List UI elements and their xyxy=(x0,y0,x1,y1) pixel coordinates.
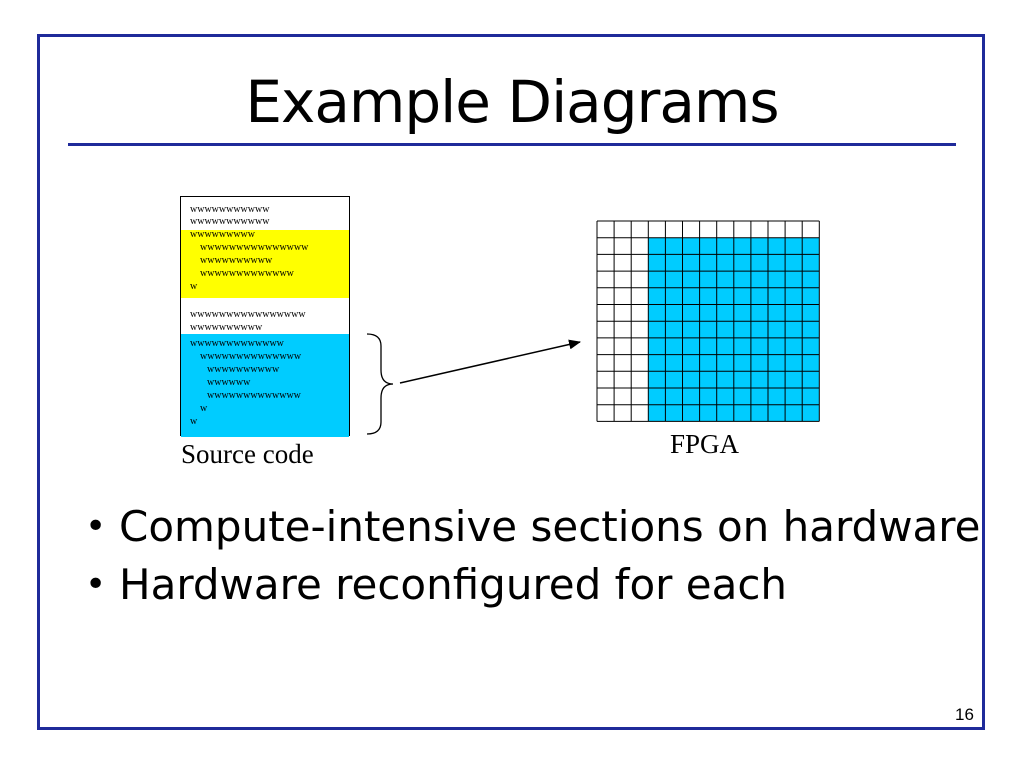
code-line: wwwwwwwwww xyxy=(200,255,273,266)
title-underline xyxy=(68,143,956,146)
code-line: wwwwwwwwwwwww xyxy=(200,268,294,279)
arrow-icon xyxy=(399,339,581,384)
curly-brace-icon xyxy=(366,333,394,435)
yellow-highlight-band xyxy=(181,230,349,298)
bullet-list: • Compute-intensive sections on hardware… xyxy=(85,500,980,616)
bullet-icon: • xyxy=(85,506,107,547)
slide-title: Example Diagrams xyxy=(245,68,779,136)
code-line: wwwwwwwwwwwww xyxy=(207,390,301,401)
slide-frame xyxy=(37,34,985,730)
code-line: wwwwwwwwwww xyxy=(190,216,270,227)
cyan-highlight-band xyxy=(181,334,349,437)
bullet-item: • Hardware reconfigured for each xyxy=(85,558,980,616)
bullet-icon: • xyxy=(85,564,107,605)
code-line: wwwwwwwwwwwwww xyxy=(200,351,302,362)
code-line: wwwwwwwwww xyxy=(190,322,263,333)
bullet-text: Compute-intensive sections on hardware xyxy=(119,502,981,551)
page-number: 16 xyxy=(955,705,974,724)
fpga-grid xyxy=(596,220,820,422)
bullet-text: Hardware reconfigured for each xyxy=(119,560,788,609)
source-code-caption: Source code xyxy=(181,439,314,469)
code-line: wwwwwwwww xyxy=(190,229,255,240)
code-line: wwwwwwwwwwwwwww xyxy=(200,242,309,253)
code-line: wwwwwwwwwwwwwwww xyxy=(190,309,306,320)
code-line: wwwwwwwwwww xyxy=(190,204,270,215)
code-line: wwwwww xyxy=(207,377,251,388)
code-line: w xyxy=(190,416,198,427)
code-line: wwwwwwwwwwwww xyxy=(190,338,284,349)
bullet-item: • Compute-intensive sections on hardware xyxy=(85,500,980,558)
code-line: w xyxy=(200,403,208,414)
code-line: w xyxy=(190,281,198,292)
fpga-caption: FPGA xyxy=(670,429,740,459)
code-line: wwwwwwwwww xyxy=(207,364,280,375)
source-code-box: wwwwwwwwwww wwwwwwwwwww wwwwwwwww wwwwww… xyxy=(180,196,350,437)
